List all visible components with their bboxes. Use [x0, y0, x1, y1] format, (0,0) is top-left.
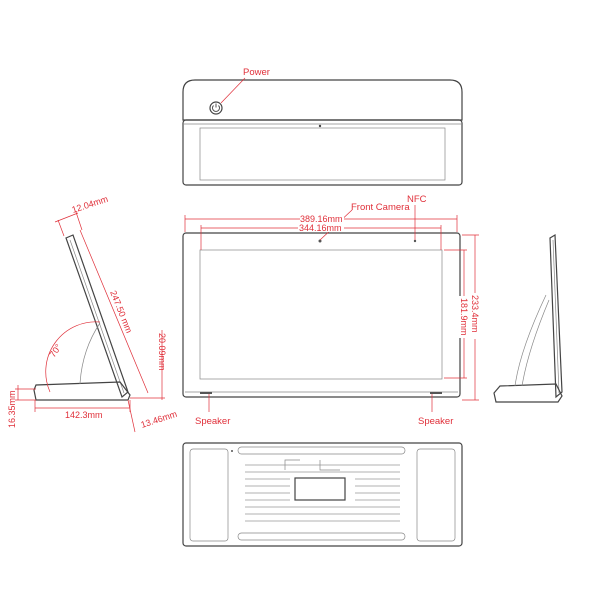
base-depth-dim: 142.3mm: [65, 410, 103, 420]
side-thickness-dim: 12.04mm: [71, 194, 110, 215]
nfc-label: NFC: [407, 194, 427, 205]
front-camera-icon: [318, 239, 322, 243]
speaker-left-label: Speaker: [195, 416, 230, 427]
power-label: Power: [243, 67, 270, 78]
right-side-view: [493, 233, 563, 403]
overall-width-dim: 389.16mm: [300, 214, 343, 224]
screen-width-dim: 344.16mm: [299, 223, 342, 233]
back-view: [182, 442, 463, 547]
speaker-right-label: Speaker: [418, 416, 453, 427]
top-view: Power: [182, 67, 463, 186]
foot-height-dim: 16.35mm: [7, 390, 17, 428]
bottom-offset-dim: 13.46mm: [140, 409, 179, 430]
side-length-dim: 247.50 mm: [108, 289, 134, 334]
overall-height-dim: 233.4mm: [470, 295, 480, 333]
nfc-icon: [413, 239, 417, 243]
front-view: Front Camera NFC 389.16mm 344.16mm 233.4…: [182, 194, 480, 427]
screen-height-dim: 181.9mm: [459, 298, 469, 336]
front-camera-label: Front Camera: [351, 202, 410, 213]
left-side-view: 12.04mm 247.50 mm 70° 20.09mm 16.35mm 14…: [7, 194, 179, 433]
power-button-icon: [209, 101, 223, 115]
tilt-angle-dim: 70°: [47, 342, 63, 359]
base-height-dim: 20.09mm: [157, 333, 167, 371]
